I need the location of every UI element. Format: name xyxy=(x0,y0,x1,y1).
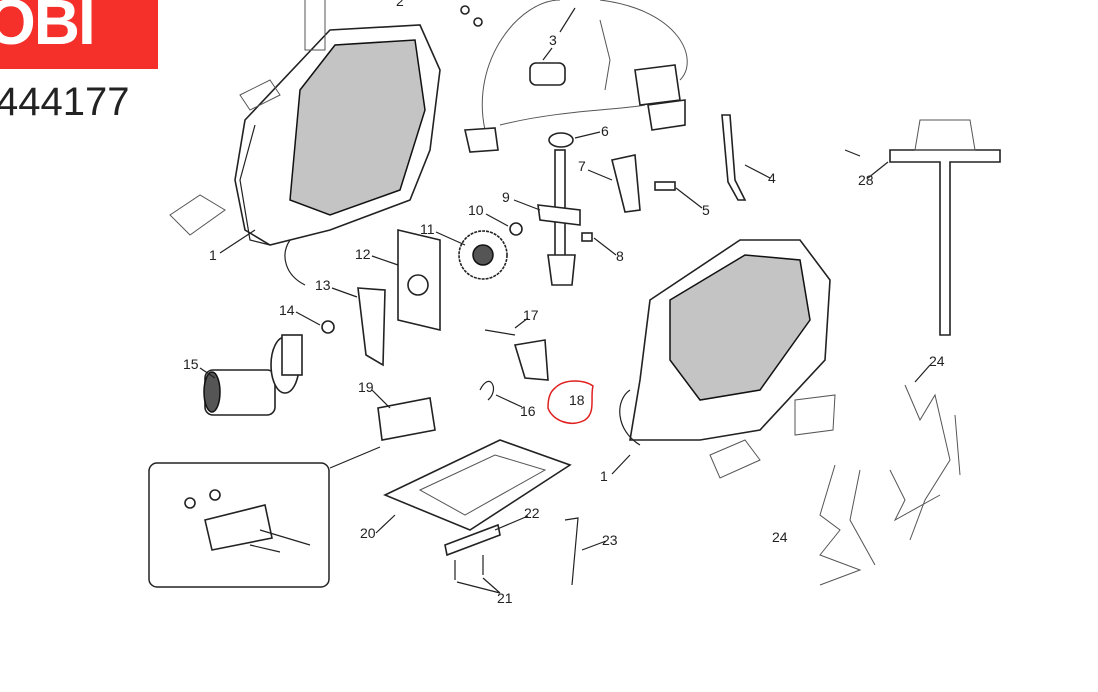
part-label-1b: 1 xyxy=(600,468,608,484)
housing-left-part xyxy=(169,0,441,286)
brand-logo: OBI xyxy=(0,0,158,69)
part-label-17: 17 xyxy=(523,307,539,323)
part-label-13: 13 xyxy=(315,277,331,293)
part-label-8: 8 xyxy=(616,248,624,264)
spring-pin-parts xyxy=(479,329,549,401)
part-label-24: 24 xyxy=(929,353,945,369)
screws-part xyxy=(819,384,961,586)
part-label-20: 20 xyxy=(360,525,376,541)
part-label-9: 9 xyxy=(502,189,510,205)
part-label-24b: 24 xyxy=(772,529,788,545)
part-label-10: 10 xyxy=(468,202,484,218)
part-label-15: 15 xyxy=(183,356,199,372)
guide-square-part xyxy=(844,119,1001,336)
gear-part xyxy=(458,230,508,280)
brackets-part xyxy=(611,114,747,213)
logo-text: OBI xyxy=(0,0,96,58)
wiring-harness-part xyxy=(460,0,688,153)
part-label-18: 18 xyxy=(569,392,585,408)
part-label-2: 2 xyxy=(396,0,404,9)
part-label-1: 1 xyxy=(209,247,217,263)
part-label-22: 22 xyxy=(524,505,540,521)
part-label-16: 16 xyxy=(520,403,536,419)
part-label-14: 14 xyxy=(279,302,295,318)
part-label-3: 3 xyxy=(549,32,557,48)
part-label-28: 28 xyxy=(858,172,874,188)
part-label-4: 4 xyxy=(768,170,776,186)
shoe-base-part xyxy=(383,439,579,586)
part-label-12: 12 xyxy=(355,246,371,262)
housing-right-part xyxy=(619,239,836,479)
part-label-6: 6 xyxy=(601,123,609,139)
part-label-19: 19 xyxy=(358,379,374,395)
part-label-11: 11 xyxy=(420,221,435,237)
leader-lines xyxy=(199,7,931,594)
model-number: 444177 xyxy=(0,80,130,124)
part-label-21: 21 xyxy=(497,590,513,606)
highlight-circle-18 xyxy=(547,380,594,424)
inset-detail-box xyxy=(148,446,381,588)
part-label-7: 7 xyxy=(578,158,586,174)
counterweight-plates-part xyxy=(321,228,441,367)
motor-part xyxy=(203,334,303,416)
part-label-5: 5 xyxy=(702,202,710,218)
part-label-23: 23 xyxy=(602,532,618,548)
switch-part xyxy=(377,397,436,441)
plunger-assembly-part xyxy=(509,132,593,286)
